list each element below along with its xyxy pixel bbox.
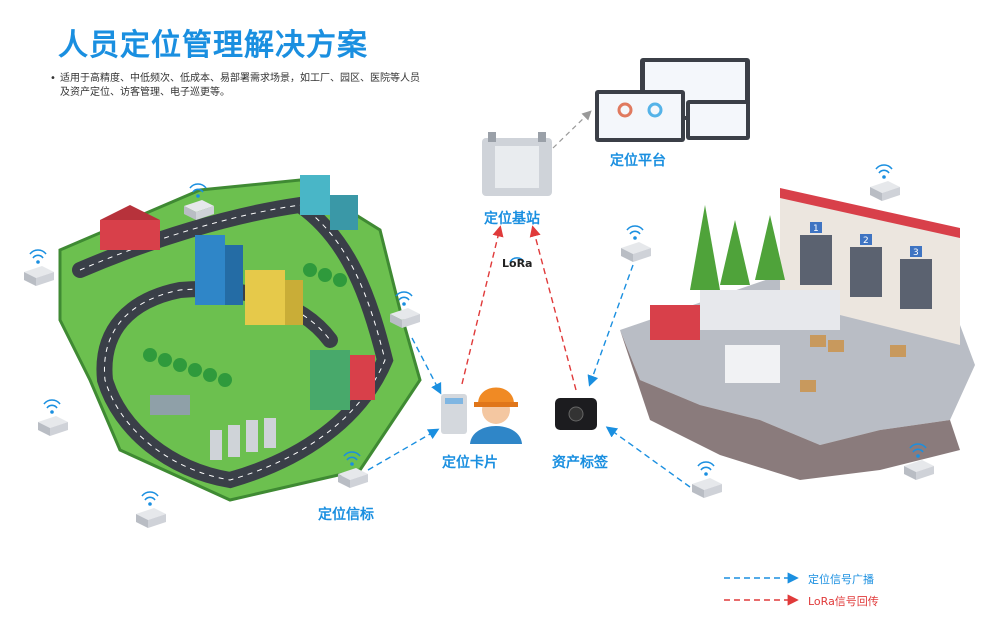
legend (724, 572, 799, 606)
asset-tag-device (555, 398, 597, 430)
lora-badge: LoRa (502, 257, 533, 270)
door-2-number: 2 (863, 236, 869, 246)
bullet-icon: • (50, 73, 56, 84)
door-3-number: 3 (913, 248, 919, 258)
lora-wave-icon (509, 257, 525, 263)
base-station-label: 定位基站 (484, 211, 540, 227)
subtitle-text: 适用于高精度、中低频次、低成本、易部署需求场景，如工厂、园区、医院等人员及资产定… (60, 73, 420, 98)
platform-monitors (595, 58, 750, 142)
legend-lora-text: LoRa信号回传 (808, 595, 879, 608)
logistics-warehouse-illustration: 1 2 3 (620, 188, 975, 480)
door-1-number: 1 (813, 224, 819, 234)
card-label: 定位卡片 (442, 455, 498, 471)
signal-arrows (367, 110, 691, 488)
asset-tag-label: 资产标签 (552, 455, 608, 471)
platform-label: 定位平台 (610, 153, 666, 169)
base-station-device (482, 132, 552, 196)
positioning-card-device (441, 394, 467, 434)
worker-avatar (470, 387, 522, 444)
page-subtitle: • 适用于高精度、中低频次、低成本、易部署需求场景，如工厂、园区、医院等人员及资… (50, 72, 420, 100)
page-title: 人员定位管理解决方案 (58, 28, 368, 63)
beacon-label: 定位信标 (318, 507, 374, 523)
industrial-park-illustration (58, 175, 422, 502)
legend-broadcast-text: 定位信号广播 (808, 573, 874, 586)
